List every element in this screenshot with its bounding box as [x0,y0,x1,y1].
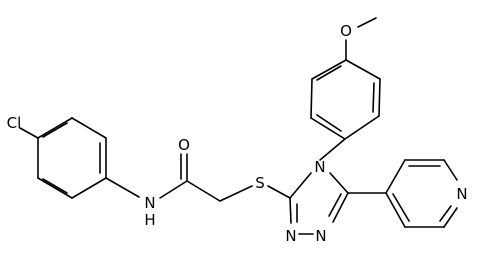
amide-group [105,153,253,202]
triazole-n4-label: N [314,158,325,176]
chlorophenyl-ring [37,117,107,199]
methoxy-oxygen-label: O [340,22,352,40]
chlorine-label: Cl [7,114,22,132]
triazole-n1-label: N [315,227,326,245]
pyridine-nitrogen-label: N [456,185,467,203]
triazole-ring [267,172,349,235]
amide-hydrogen-label: H [144,211,155,229]
triazole-n2-label: N [285,227,296,245]
pyridine-ring [347,159,458,228]
carbonyl-oxygen-label: O [178,136,190,154]
methoxy-group [345,17,377,61]
methoxyphenyl-ring [310,59,381,161]
amide-nitrogen-label: N [144,194,155,212]
c-cl-bond [19,127,39,139]
sulfur-label: S [255,174,265,192]
